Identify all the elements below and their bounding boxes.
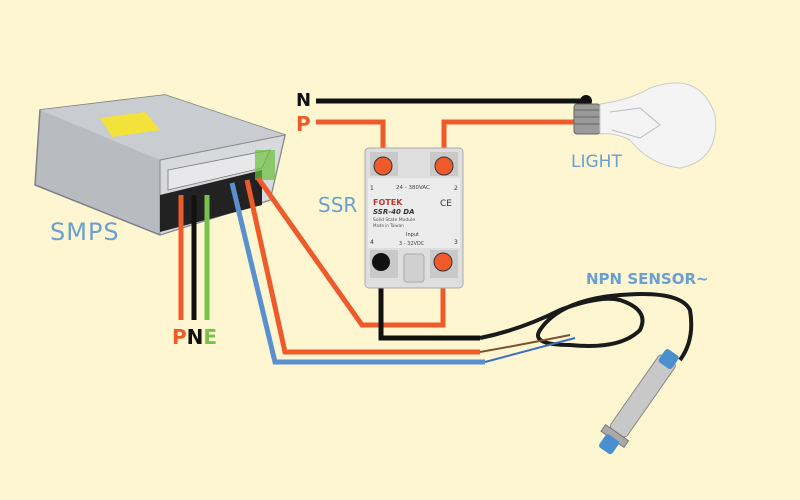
pne-phase-label: P xyxy=(172,325,187,349)
ssr-terminal-2: 2 xyxy=(454,185,458,192)
pne-label: PNE xyxy=(172,325,217,349)
smps-unit xyxy=(34,94,286,236)
wire-ssr2-to-light xyxy=(441,119,580,165)
ssr-terminal-4: 4 xyxy=(370,239,374,246)
neutral-line-label: N xyxy=(296,90,312,111)
ssr-origin: Made in Taiwan xyxy=(373,223,404,228)
npn-sensor-label: NPN SENSOR~ xyxy=(586,270,709,288)
pne-earth-label: E xyxy=(203,325,218,349)
ssr-input-label: Input xyxy=(406,232,419,238)
wire-blue-com xyxy=(229,182,485,365)
phase-line-label: P xyxy=(296,112,311,136)
npn-sensor xyxy=(479,292,694,455)
ssr-module: 1 2 3 4 24 - 380VAC FOTEK SSR-40 DA Soli… xyxy=(364,147,464,289)
ssr-cert: CE xyxy=(440,199,452,209)
ssr-terminal-1: 1 xyxy=(370,185,374,192)
ssr-dc-range: 3 - 32VDC xyxy=(399,241,425,247)
ssr-subtitle: Solid State Module xyxy=(373,217,415,223)
wire-plus-ssr xyxy=(255,176,446,328)
wire-plus-sensor xyxy=(244,179,480,355)
pne-neutral-label: N xyxy=(186,325,204,349)
ssr-brand: FOTEK xyxy=(373,198,403,207)
light-bulb xyxy=(573,82,717,169)
ssr-terminal-3: 3 xyxy=(454,239,458,246)
ssr-ac-range: 24 - 380VAC xyxy=(396,185,430,191)
ssr-model: SSR-40 DA xyxy=(373,208,415,216)
light-label: LIGHT xyxy=(571,152,622,172)
ssr-label: SSR xyxy=(318,193,358,217)
smps-label: SMPS xyxy=(50,218,120,246)
